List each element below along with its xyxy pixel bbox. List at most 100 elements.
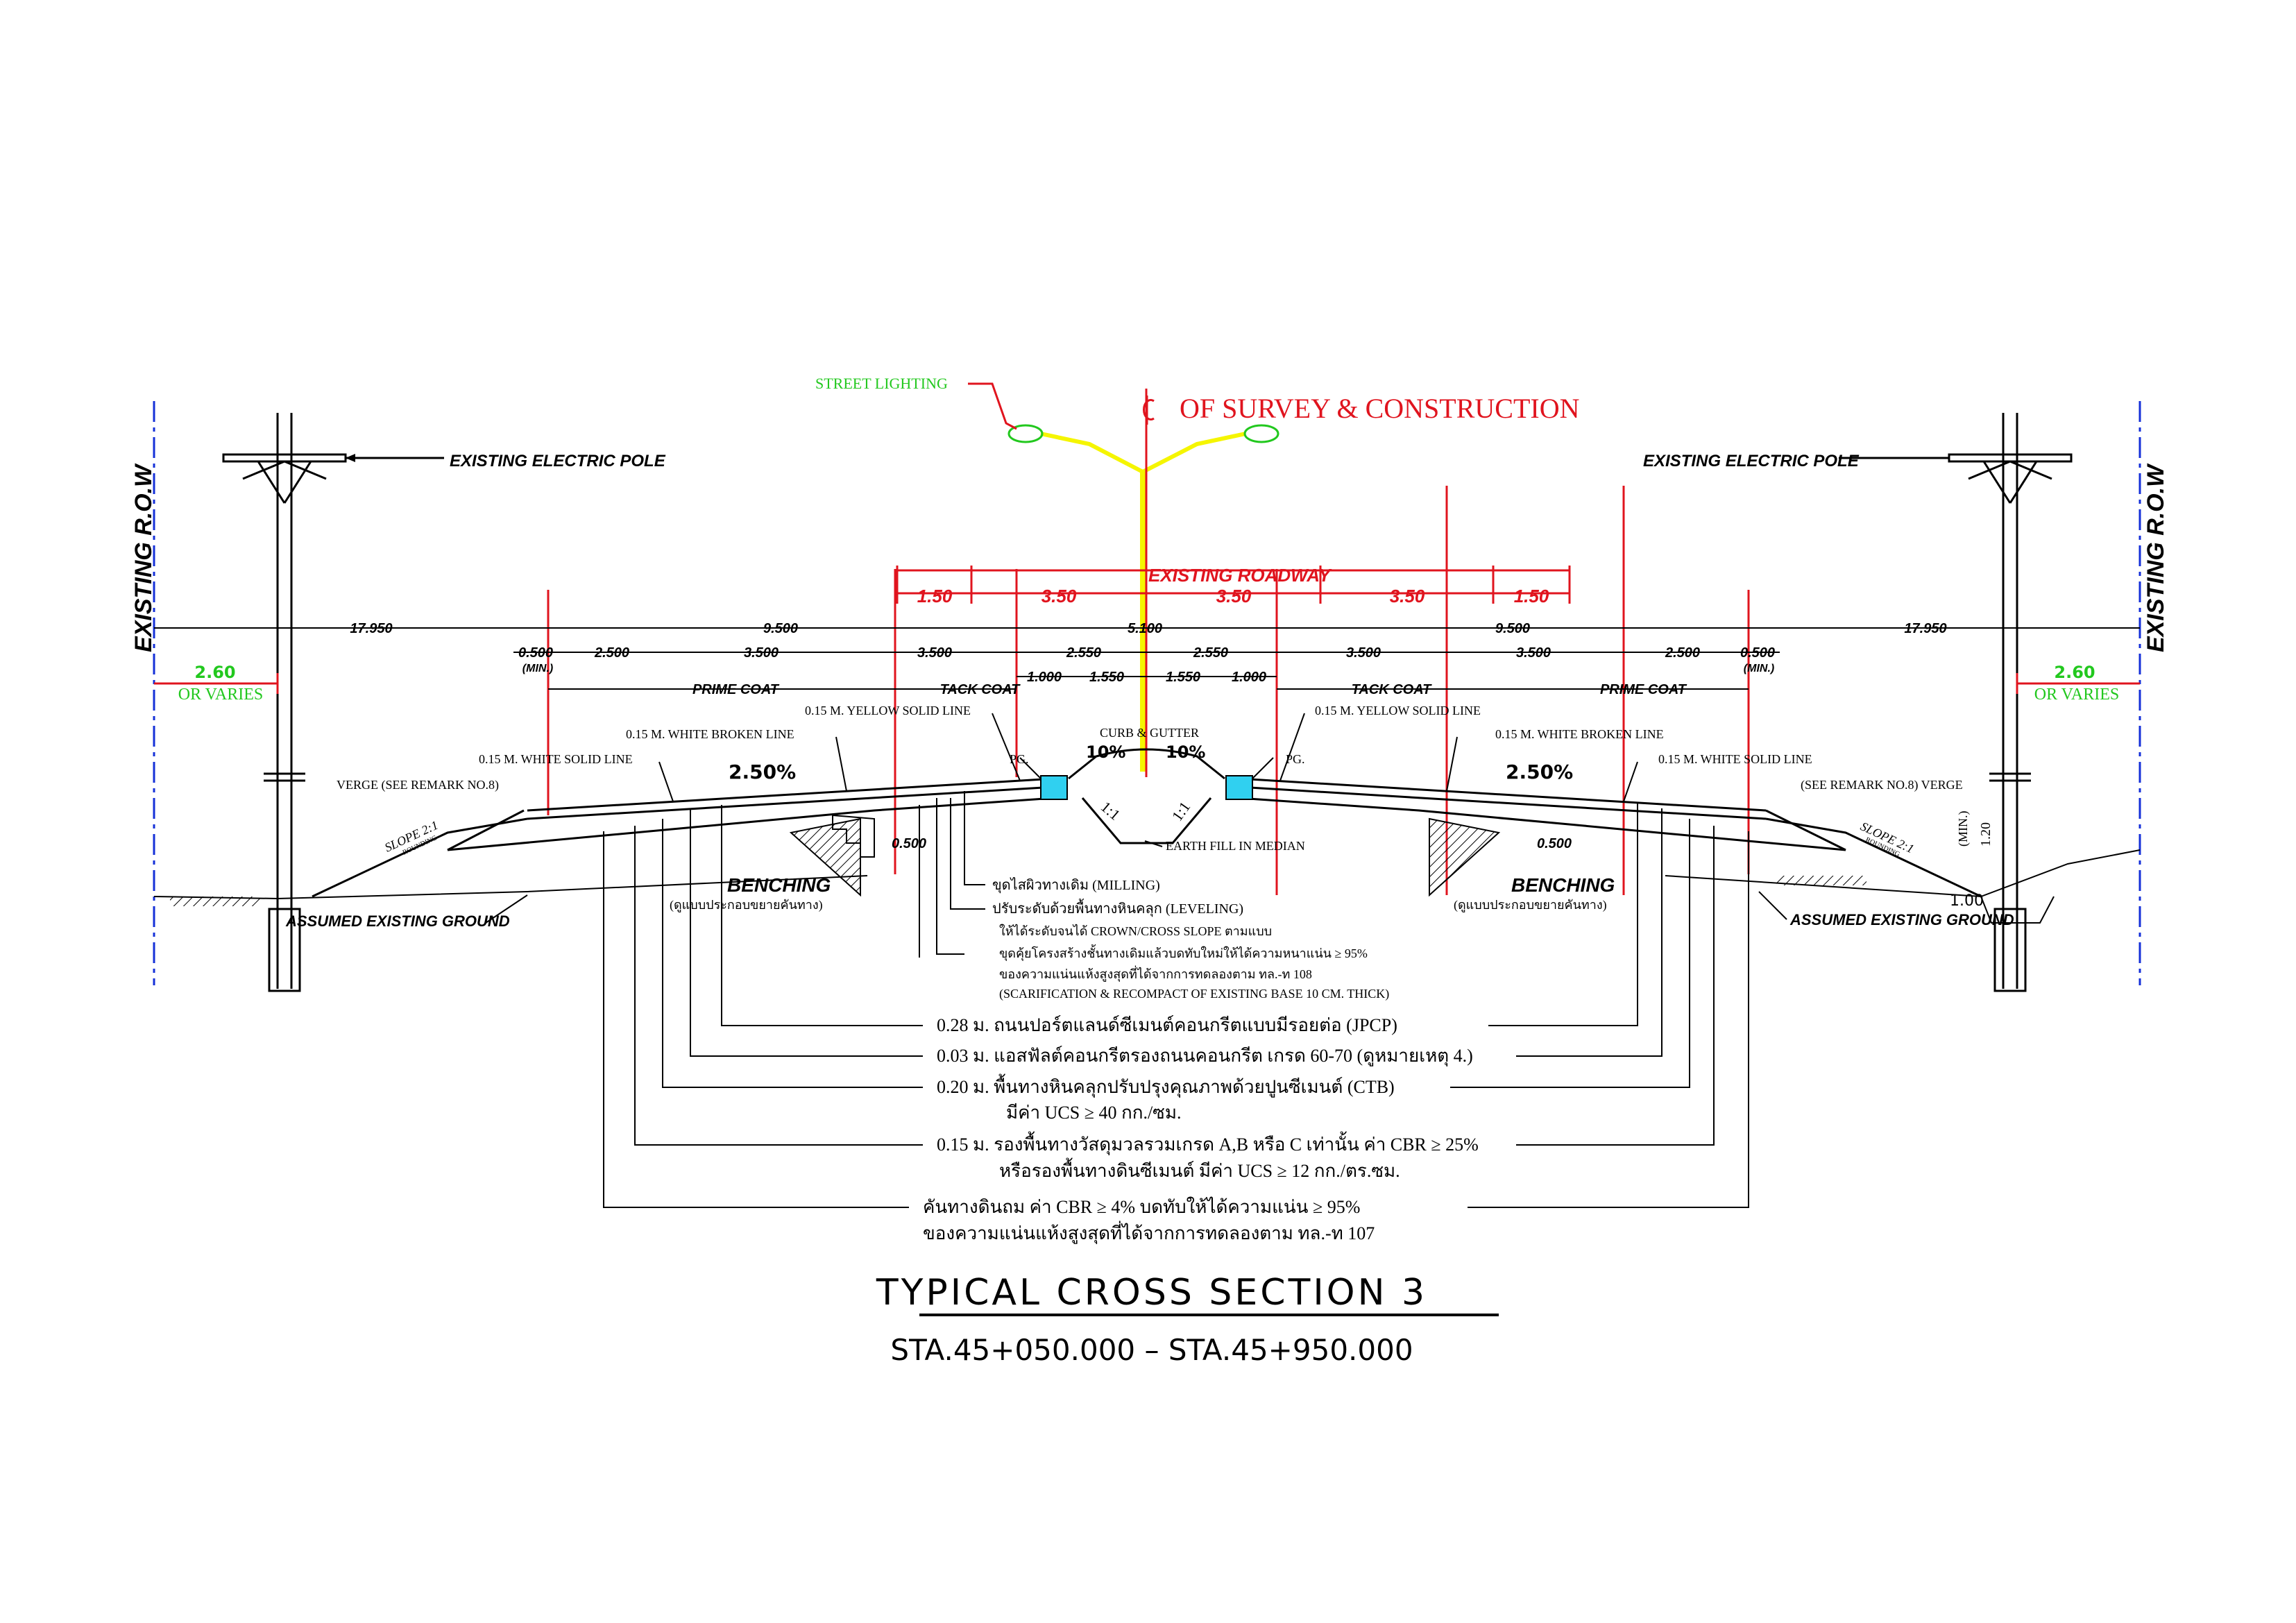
station-range: STA.45+050.000 – STA.45+950.000 <box>890 1333 1413 1367</box>
note-scar-3: (SCARIFICATION & RECOMPACT OF EXISTING B… <box>999 987 1389 1001</box>
dim-row2-2: 2.500 <box>594 645 629 661</box>
existing-roadway-dim <box>896 566 1571 604</box>
left-offset: 0.500 <box>892 836 926 851</box>
tack-coat-right: TACK COAT <box>1352 682 1433 697</box>
dim-row2-1: 0.500 <box>518 645 553 661</box>
dim-row1-5: 17.950 <box>1904 621 1946 636</box>
right-slope-pct: 2.50% <box>1506 760 1573 783</box>
dim-row1-2: 9.500 <box>763 621 798 636</box>
dim-row2-5: 2.550 <box>1066 645 1101 661</box>
dim-row-2: 0.500 2.500 3.500 3.500 2.550 2.550 3.50… <box>518 645 1775 661</box>
right-offset: 0.500 <box>1537 836 1572 851</box>
note-milling: ขุดไสผิวทางเดิม (MILLING) <box>992 877 1160 894</box>
white-solid-left: 0.15 M. WHITE SOLID LINE <box>479 752 633 766</box>
drawing-title: TYPICAL CROSS SECTION 3 <box>876 1272 1427 1314</box>
median-pct-left: 10% <box>1086 742 1125 762</box>
benching-left <box>789 814 875 897</box>
ground-hatch <box>170 876 1866 906</box>
note-scar-2: ของความแน่นแห้งสูงสุดที่ได้จากการทดลองตา… <box>999 965 1312 982</box>
left-pole-label: EXISTING ELECTRIC POLE <box>450 452 666 470</box>
earth-fill-label: EARTH FILL IN MEDIAN <box>1166 839 1305 853</box>
note-leveling-2: ให้ได้ระดับจนได้ CROWN/CROSS SLOPE ตามแบ… <box>999 924 1272 938</box>
prime-coat-right: PRIME COAT <box>1600 682 1687 697</box>
right-assumed-ground: ASSUMED EXISTING GROUND <box>1789 911 2014 928</box>
layer-4a: 0.15 ม. รองพื้นทางวัสดุมวลรวมเกรด A,B หร… <box>937 1131 1479 1155</box>
left-assumed-ground: ASSUMED EXISTING GROUND <box>285 912 510 930</box>
right-row-width <box>2016 673 2140 694</box>
dim-row3-4: 1.000 <box>1232 670 1266 685</box>
dim-row3-1: 1.000 <box>1027 670 1062 685</box>
left-slope-pct: 2.50% <box>729 760 796 783</box>
dim-row3-3: 1.550 <box>1166 670 1200 685</box>
yellow-line-left: 0.15 M. YELLOW SOLID LINE <box>805 704 971 717</box>
layer-3a: 0.20 ม. พื้นทางหินคลุกปรับปรุงคุณภาพด้วย… <box>937 1073 1395 1098</box>
right-or-varies: OR VARIES <box>2034 686 2119 704</box>
centerline-symbol <box>1143 396 1155 425</box>
white-broken-right: 0.15 M. WHITE BROKEN LINE <box>1495 727 1664 741</box>
left-assumed-ground-leader <box>485 894 528 924</box>
dim-row2-10: 0.500 <box>1740 645 1775 661</box>
left-verge: VERGE (SEE REMARK NO.8) <box>337 778 499 792</box>
existing-roadway-label: EXISTING ROADWAY <box>1148 565 1332 586</box>
right-assumed-ground-leader <box>1758 891 1787 920</box>
dim-row-3: 1.000 1.550 1.550 1.000 <box>1027 670 1266 685</box>
right-row-label: EXISTING R.O.W <box>2143 463 2169 652</box>
dim-row2-8: 3.500 <box>1516 645 1551 661</box>
left-pole-arrow <box>346 454 355 462</box>
layer-5a: คันทางดินถม ค่า CBR ≥ 4% บดทับให้ได้ความ… <box>923 1196 1360 1217</box>
layer-2: 0.03 ม. แอสฟัลต์คอนกรีตรองถนนคอนกรีต เกร… <box>937 1046 1473 1067</box>
dim-row2-3: 3.500 <box>744 645 779 661</box>
note-leveling-1: ปรับระดับด้วยพื้นทางหินคลุก (LEVELING) <box>992 899 1243 917</box>
roadway-dim-4: 3.50 <box>1390 586 1425 606</box>
dim-row-1: 17.950 9.500 5.100 9.500 17.950 <box>350 621 1946 636</box>
dim-row1-1: 17.950 <box>350 621 392 636</box>
dim-row2-6: 2.550 <box>1193 645 1228 661</box>
median-ratio-right: 1:1 <box>1168 798 1194 824</box>
dim-row2-4: 3.500 <box>917 645 952 661</box>
roadway-dim-1: 1.50 <box>917 586 953 606</box>
roadway-dim-5: 1.50 <box>1514 586 1549 606</box>
note-leaders <box>919 791 985 958</box>
pavement <box>312 748 1982 898</box>
curb-gutter-label: CURB & GUTTER <box>1100 726 1199 740</box>
layer-3b: มีค่า UCS ≥ 40 กก./ซม. <box>1006 1103 1181 1123</box>
pg-right: PG. <box>1286 752 1305 766</box>
benching-right-note: (ดูแบบประกอบขยายคันทาง) <box>1454 898 1607 912</box>
street-light <box>968 382 1279 772</box>
yellow-line-right: 0.15 M. YELLOW SOLID LINE <box>1315 704 1481 717</box>
right-min-height: 1.20 <box>1978 822 1993 847</box>
right-ditch-width: 1.00 <box>1950 892 1984 910</box>
roadway-dim-3: 3.50 <box>1216 586 1252 606</box>
note-scar-1: ขุดคุ้ยโครงสร้างชั้นทางเดิมแล้วบดทับใหม่… <box>999 944 1368 961</box>
marking-leaders <box>658 713 1638 847</box>
layer-leaders <box>603 804 1749 1208</box>
dim-row2-9: 2.500 <box>1665 645 1700 661</box>
roadway-dims: 1.50 3.50 3.50 3.50 1.50 <box>917 586 1549 606</box>
left-row-width <box>154 673 279 694</box>
benching-right <box>1429 817 1501 897</box>
benching-right-label: BENCHING <box>1511 874 1615 896</box>
tack-coat-left: TACK COAT <box>940 682 1021 697</box>
roadway-dim-2: 3.50 <box>1041 586 1077 606</box>
right-electric-pole <box>1839 413 2073 992</box>
white-broken-left: 0.15 M. WHITE BROKEN LINE <box>626 727 794 741</box>
prime-coat-left: PRIME COAT <box>692 682 780 697</box>
left-row-label: EXISTING R.O.W <box>130 463 157 652</box>
right-row-width-value: 2.60 <box>2054 663 2095 682</box>
median-pct-right: 10% <box>1166 742 1205 762</box>
benching-left-note: (ดูแบบประกอบขยายคันทาง) <box>670 898 823 912</box>
row-lines <box>153 401 2141 985</box>
right-verge: (SEE REMARK NO.8) VERGE <box>1801 778 1963 792</box>
pg-left: PG. <box>1010 752 1029 766</box>
left-or-varies: OR VARIES <box>178 686 263 704</box>
left-electric-pole <box>222 413 444 992</box>
street-lighting-label: STREET LIGHTING <box>815 375 948 392</box>
dim-row3-2: 1.550 <box>1089 670 1124 685</box>
min-tag-right: (MIN.) <box>1744 663 1774 674</box>
curbs <box>1040 775 1253 800</box>
dim-row1-3: 5.100 <box>1128 621 1162 636</box>
layer-4b: หรือรองพื้นทางดินซีเมนต์ มีค่า UCS ≥ 12 … <box>999 1157 1400 1181</box>
dim-row2-7: 3.500 <box>1346 645 1381 661</box>
dim-row1-4: 9.500 <box>1495 621 1530 636</box>
